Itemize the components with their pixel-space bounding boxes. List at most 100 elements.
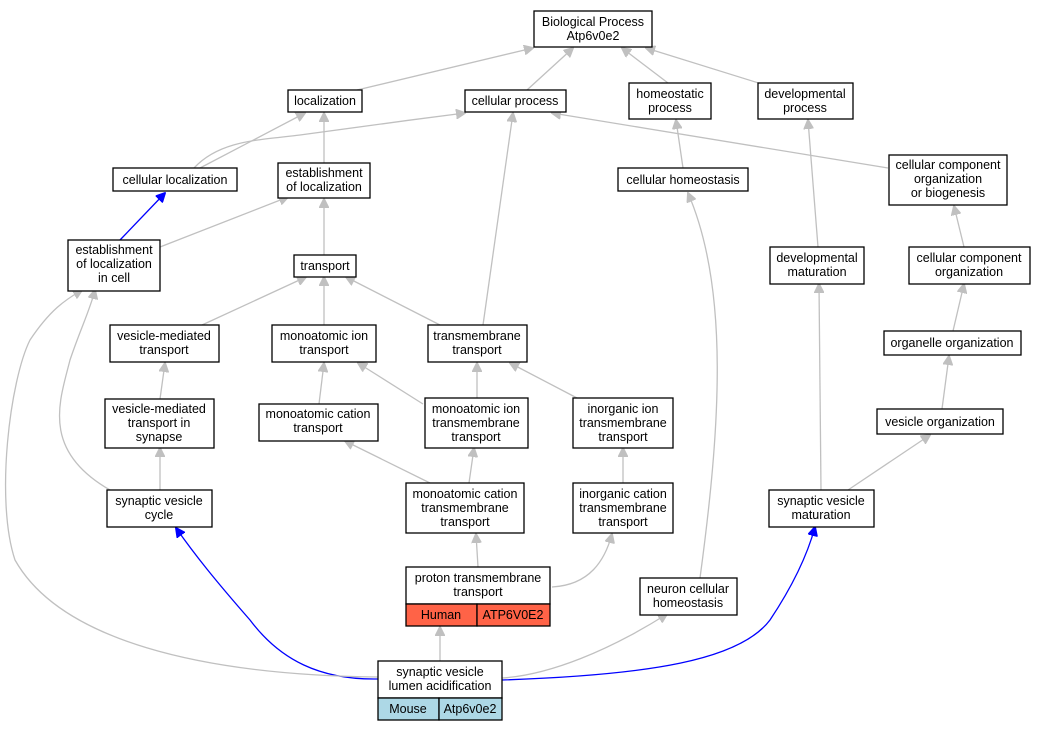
- edge-proton-to-ictt: [551, 534, 612, 588]
- node-transmembrane-transport[interactable]: transmembrane transport: [427, 324, 528, 363]
- edge-svm-to-devmat: [819, 284, 821, 491]
- node-localization[interactable]: localization: [287, 89, 363, 113]
- edge-tmt-to-transport: [346, 277, 441, 326]
- node-cellular-process[interactable]: cellular process: [464, 89, 567, 113]
- node-label-line: establishment: [75, 243, 153, 257]
- node-homeostatic-process[interactable]: homeostatic process: [628, 82, 712, 120]
- edge-nch-to-cellhomeo: [688, 193, 718, 579]
- node-cellular-component-organization-or-biogenesis[interactable]: cellular component organization or bioge…: [888, 154, 1008, 206]
- node-label-line: organization: [914, 172, 982, 186]
- node-label-line: vesicle-mediated: [112, 402, 206, 416]
- node-label-line: transport: [598, 430, 648, 444]
- node-label-line: Atp6v0e2: [567, 29, 620, 43]
- node-label-line: transmembrane: [579, 416, 667, 430]
- edge-svm-to-vesorg: [847, 435, 930, 491]
- edge-sva-to-svc: [176, 528, 379, 680]
- node-synaptic-vesicle-maturation[interactable]: synaptic vesicle maturation: [768, 489, 875, 528]
- edge-estloccell-to-estloc: [159, 197, 288, 248]
- node-transport[interactable]: transport: [293, 254, 357, 278]
- node-monoatomic-cation-transport[interactable]: monoatomic cation transport: [258, 403, 379, 442]
- node-label-line: neuron cellular: [647, 582, 729, 596]
- node-label-line: cellular component: [896, 158, 1001, 172]
- node-label-line: or biogenesis: [911, 186, 985, 200]
- node-establishment-of-localization[interactable]: establishment of localization: [277, 162, 371, 199]
- node-monoatomic-ion-transmembrane-transport[interactable]: monoatomic ion transmembrane transport: [424, 397, 529, 449]
- gene-label: ATP6V0E2: [483, 608, 544, 622]
- node-inorganic-ion-transmembrane-transport[interactable]: inorganic ion transmembrane transport: [572, 397, 674, 449]
- node-label-line: transport: [453, 585, 503, 599]
- edge-mctt-to-mct: [345, 441, 431, 484]
- node-label-line: cycle: [145, 508, 174, 522]
- node-label-line: cellular component: [917, 251, 1022, 265]
- edge-cellhomeo-to-homeostatic: [676, 120, 684, 169]
- node-label-line: maturation: [787, 265, 846, 279]
- node-label-line: Biological Process: [542, 15, 644, 29]
- node-proton-transmembrane-transport[interactable]: proton transmembrane transport Human ATP…: [405, 566, 551, 627]
- node-label-line: vesicle-mediated: [117, 329, 211, 343]
- node-synaptic-vesicle-cycle[interactable]: synaptic vesicle cycle: [106, 489, 213, 528]
- node-label-line: proton transmembrane: [415, 571, 542, 585]
- edges: [4, 48, 964, 681]
- species-label: Human: [421, 608, 461, 622]
- node-biological-process-root[interactable]: Biological Process Atp6v0e2: [533, 10, 653, 48]
- node-cellular-homeostasis[interactable]: cellular homeostasis: [617, 167, 749, 192]
- node-monoatomic-ion-transport[interactable]: monoatomic ion transport: [271, 324, 377, 363]
- node-label-line: monoatomic ion: [432, 402, 520, 416]
- node-label-line: transmembrane: [433, 329, 521, 343]
- node-label-line: transport: [598, 515, 648, 529]
- node-label-line: synaptic vesicle: [777, 494, 865, 508]
- node-label-line: transport in: [128, 416, 191, 430]
- edge-localization-to-root: [356, 48, 533, 91]
- node-cellular-component-organization[interactable]: cellular component organization: [908, 246, 1031, 285]
- node-cellular-localization[interactable]: cellular localization: [112, 167, 238, 192]
- edge-iitt-to-tmt: [510, 363, 578, 399]
- edge-estloccell-to-cellloc: [119, 193, 165, 241]
- node-establishment-of-localization-in-cell[interactable]: establishment of localization in cell: [67, 239, 161, 292]
- node-label-line: inorganic ion: [588, 402, 659, 416]
- node-label-line: transport: [451, 430, 501, 444]
- node-label-line: of localization: [286, 180, 362, 194]
- edge-cellular-process-to-root: [526, 48, 573, 91]
- node-label-line: localization: [294, 94, 356, 108]
- node-label-line: transport: [452, 343, 502, 357]
- edge-developmental-to-root: [646, 48, 766, 86]
- node-label-line: in cell: [98, 271, 130, 285]
- node-neuron-cellular-homeostasis[interactable]: neuron cellular homeostasis: [639, 577, 738, 616]
- edge-tmt-to-cellular-process: [482, 113, 513, 326]
- node-label-line: organelle organization: [890, 336, 1013, 350]
- node-label-line: monoatomic cation: [266, 407, 371, 421]
- node-label-line: inorganic cation: [579, 487, 667, 501]
- edge-vesorg-to-orgorg: [941, 356, 949, 410]
- gene-label: Atp6v0e2: [444, 702, 497, 716]
- node-vesicle-organization[interactable]: vesicle organization: [876, 408, 1004, 435]
- node-vesicle-mediated-transport-in-synapse[interactable]: vesicle-mediated transport in synapse: [104, 398, 215, 449]
- gene-tag-atp6v0e2-human: [476, 603, 551, 627]
- node-label-line: vesicle organization: [885, 415, 995, 429]
- node-synaptic-vesicle-lumen-acidification[interactable]: synaptic vesicle lumen acidification Mou…: [377, 660, 503, 721]
- node-label-line: establishment: [285, 166, 363, 180]
- edge-svc-to-estloccell: [58, 290, 111, 491]
- node-label-line: maturation: [791, 508, 850, 522]
- node-label-line: transport: [440, 515, 490, 529]
- node-label-line: cellular localization: [123, 173, 228, 187]
- gene-tag-atp6v0e2-mouse: [438, 697, 503, 721]
- node-vesicle-mediated-transport[interactable]: vesicle-mediated transport: [109, 324, 220, 363]
- node-developmental-process[interactable]: developmental process: [757, 82, 854, 120]
- node-organelle-organization[interactable]: organelle organization: [883, 330, 1022, 356]
- edge-cellloc-to-cellular-process: [193, 113, 465, 169]
- species-label: Mouse: [389, 702, 427, 716]
- edge-proton-to-mctt: [476, 534, 478, 568]
- edge-mct-to-mit: [319, 363, 324, 405]
- edge-orgorg-to-ccorganization: [952, 284, 964, 332]
- edge-sva-to-svm: [501, 527, 815, 681]
- node-label-line: of localization: [76, 257, 152, 271]
- node-inorganic-cation-transmembrane-transport[interactable]: inorganic cation transmembrane transport: [572, 482, 674, 534]
- edge-vmt-to-transport: [201, 277, 306, 326]
- node-label-line: transport: [139, 343, 189, 357]
- node-label-line: transmembrane: [421, 501, 509, 515]
- node-monoatomic-cation-transmembrane-transport[interactable]: monoatomic cation transmembrane transpor…: [405, 482, 525, 534]
- edge-homeostatic-to-root: [622, 48, 669, 84]
- node-label-line: monoatomic cation: [413, 487, 518, 501]
- node-developmental-maturation[interactable]: developmental maturation: [769, 246, 865, 285]
- node-label-line: cellular process: [472, 94, 559, 108]
